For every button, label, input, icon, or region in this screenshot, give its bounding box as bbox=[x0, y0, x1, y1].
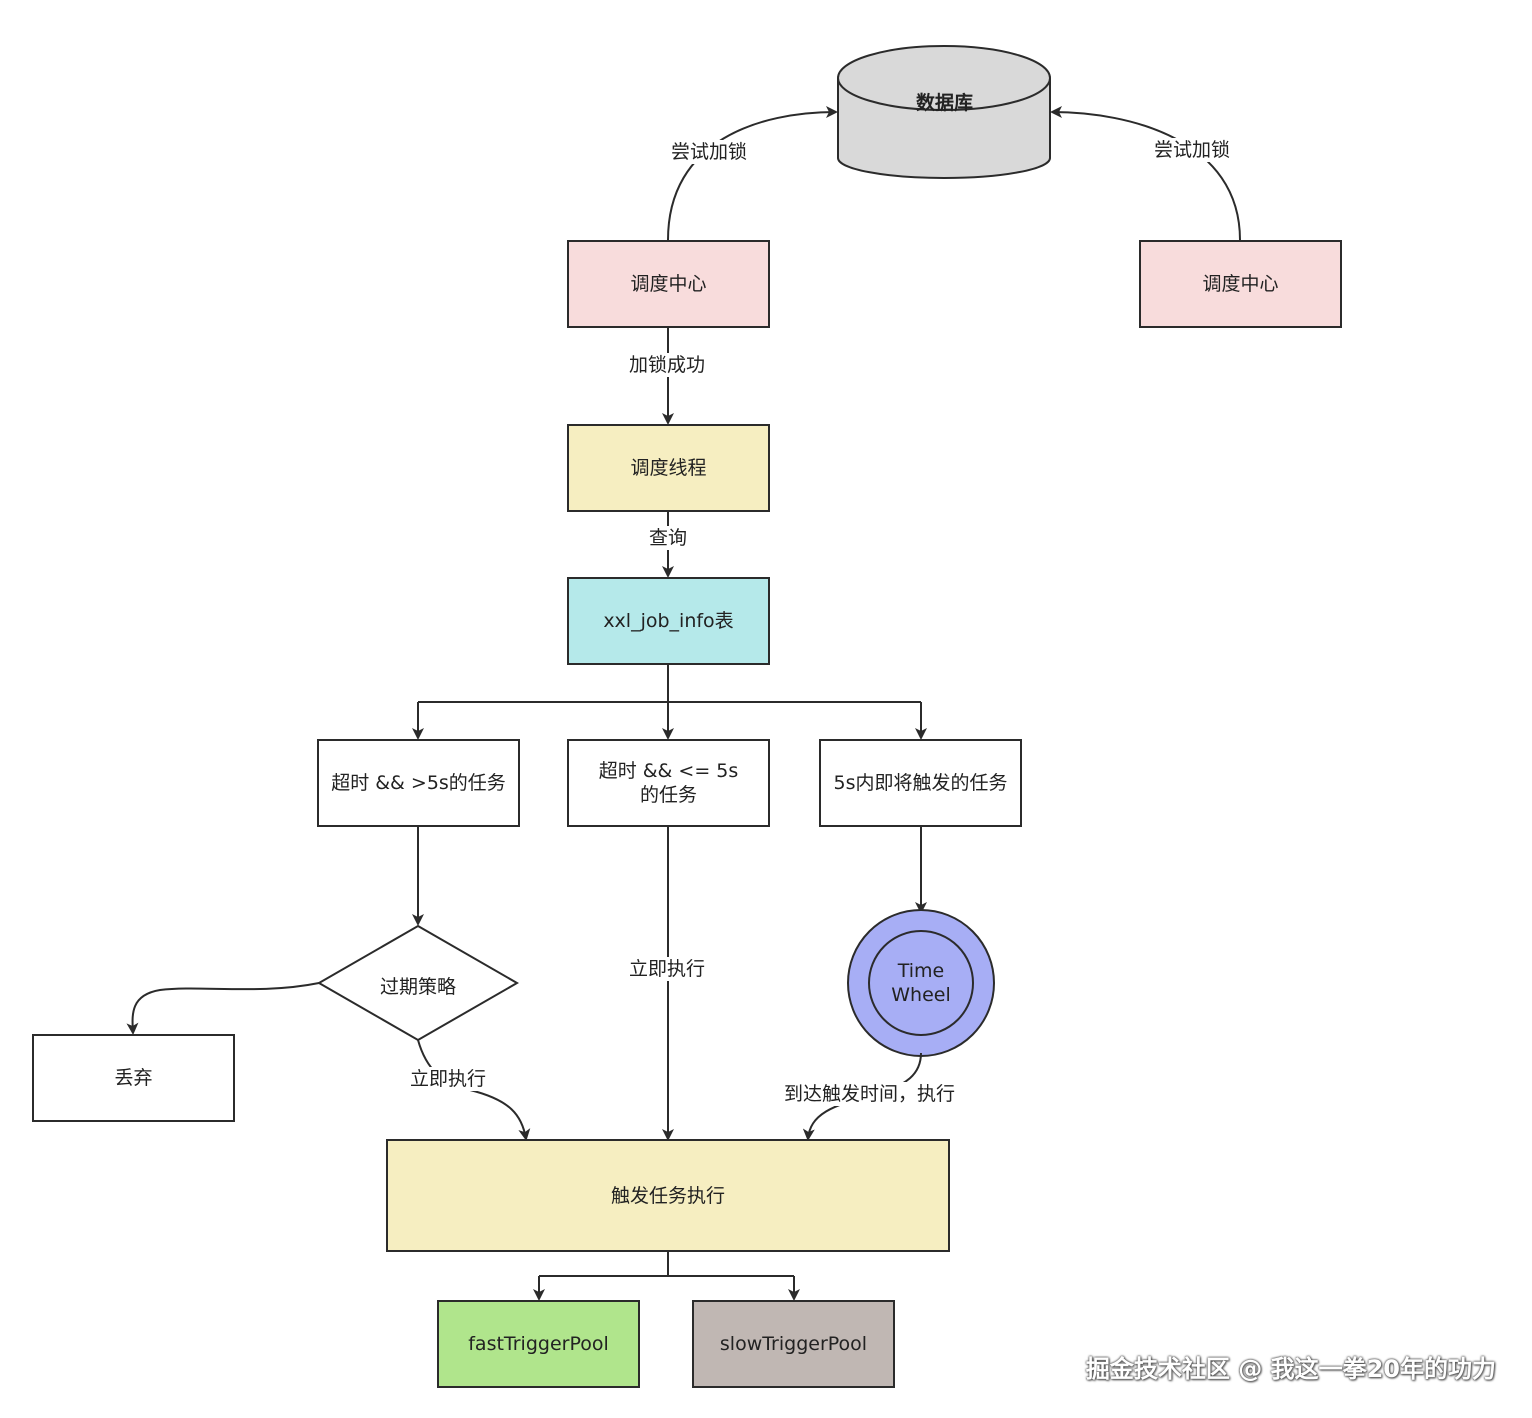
edge-label-execute-now-strategy: 立即执行 bbox=[408, 1067, 489, 1091]
edge-discard bbox=[126, 982, 320, 1035]
edge-label-try-lock-left: 尝试加锁 bbox=[669, 140, 750, 164]
edge-label-on-arrival: 到达触发时间，执行 bbox=[782, 1082, 958, 1106]
time-wheel-label: Time Wheel bbox=[891, 960, 951, 1006]
task-trigger-within-5s: 5s内即将触发的任务 bbox=[819, 739, 1022, 827]
edge-branch-tree bbox=[412, 664, 927, 740]
edge-try-lock-right bbox=[1050, 106, 1241, 241]
discard-node: 丢弃 bbox=[32, 1034, 235, 1122]
database-cylinder bbox=[837, 45, 1051, 179]
edge-label-try-lock-right: 尝试加锁 bbox=[1152, 138, 1233, 162]
edge-label-lock-success: 加锁成功 bbox=[627, 353, 708, 377]
edge-try-lock-left bbox=[667, 106, 838, 241]
task-timeout-over-5s: 超时 && >5s的任务 bbox=[317, 739, 520, 827]
slow-trigger-pool: slowTriggerPool bbox=[692, 1300, 895, 1388]
edge-label-query: 查询 bbox=[647, 526, 690, 550]
task-timeout-within-5s: 超时 && <= 5s 的任务 bbox=[567, 739, 770, 827]
job-info-table: xxl_job_info表 bbox=[567, 577, 770, 665]
database-label: 数据库 bbox=[916, 92, 974, 114]
fast-trigger-pool: fastTriggerPool bbox=[437, 1300, 640, 1388]
time-wheel-inner bbox=[868, 930, 974, 1036]
trigger-task-execute: 触发任务执行 bbox=[386, 1139, 950, 1252]
watermark: 掘金技术社区 @ 我这一拳20年的功力 bbox=[1085, 1355, 1496, 1383]
edge-label-execute-now-middle: 立即执行 bbox=[627, 957, 708, 981]
scheduler-center-right: 调度中心 bbox=[1139, 240, 1342, 328]
expire-strategy-label: 过期策略 bbox=[380, 976, 457, 998]
edge-pools-tree bbox=[533, 1251, 800, 1301]
scheduler-center-left: 调度中心 bbox=[567, 240, 770, 328]
schedule-thread: 调度线程 bbox=[567, 424, 770, 512]
